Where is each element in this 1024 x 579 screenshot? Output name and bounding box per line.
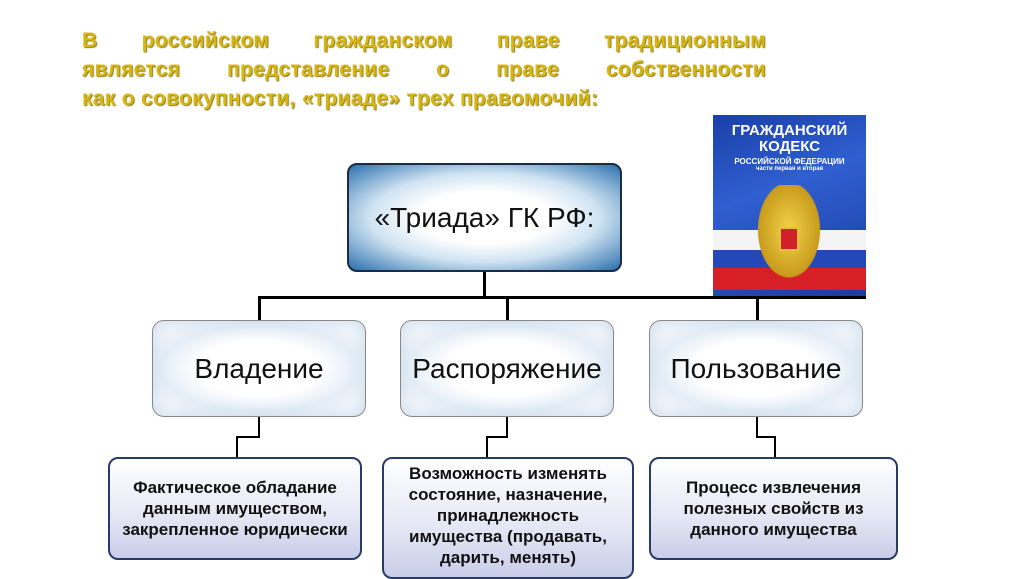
connector: [756, 436, 776, 438]
power-label: Владение: [194, 352, 324, 384]
root-node: «Триада» ГК РФ:: [347, 163, 622, 272]
power-node-disposal: Распоряжение: [400, 320, 614, 417]
connector: [258, 296, 261, 320]
description-text: Процесс извлечения полезных свойств из д…: [683, 478, 864, 539]
shield-icon: [779, 227, 799, 251]
description-possession: Фактическое обладание данным имуществом,…: [108, 457, 362, 560]
title-line: является представление о праве собственн…: [82, 58, 766, 81]
connector: [774, 436, 776, 457]
description-text: Возможность изменять состояние, назначен…: [408, 464, 608, 567]
connector: [258, 296, 866, 299]
connector: [506, 296, 509, 320]
power-label: Распоряжение: [412, 352, 602, 384]
connector: [756, 417, 758, 437]
connector: [486, 436, 508, 438]
description-text: Фактическое обладание данным имуществом,…: [122, 478, 348, 539]
power-node-use: Пользование: [649, 320, 863, 417]
root-label: «Триада» ГК РФ:: [374, 201, 595, 233]
title-line: как о совокупности, «триаде» трех правом…: [82, 87, 599, 110]
civil-code-book-image: ГРАЖДАНСКИЙ КОДЕКС РОССИЙСКОЙ ФЕДЕРАЦИИ …: [713, 115, 866, 298]
connector: [236, 436, 238, 457]
connector: [486, 436, 488, 457]
book-parts: части первая и вторая: [755, 166, 824, 172]
description-use: Процесс извлечения полезных свойств из д…: [649, 457, 898, 560]
book-subtitle: РОССИЙСКОЙ ФЕДЕРАЦИИ: [734, 157, 845, 166]
book-title: ГРАЖДАНСКИЙ КОДЕКС: [731, 122, 848, 155]
description-disposal: Возможность изменять состояние, назначен…: [382, 457, 634, 579]
power-node-possession: Владение: [152, 320, 366, 417]
slide-title: В российском гражданском праве традицион…: [82, 26, 766, 113]
connector: [756, 296, 759, 320]
connector: [506, 417, 508, 437]
connector: [483, 272, 486, 298]
title-line: В российском гражданском праве традицион…: [82, 29, 766, 52]
connector: [258, 417, 260, 437]
connector: [236, 436, 260, 438]
power-label: Пользование: [670, 352, 842, 384]
